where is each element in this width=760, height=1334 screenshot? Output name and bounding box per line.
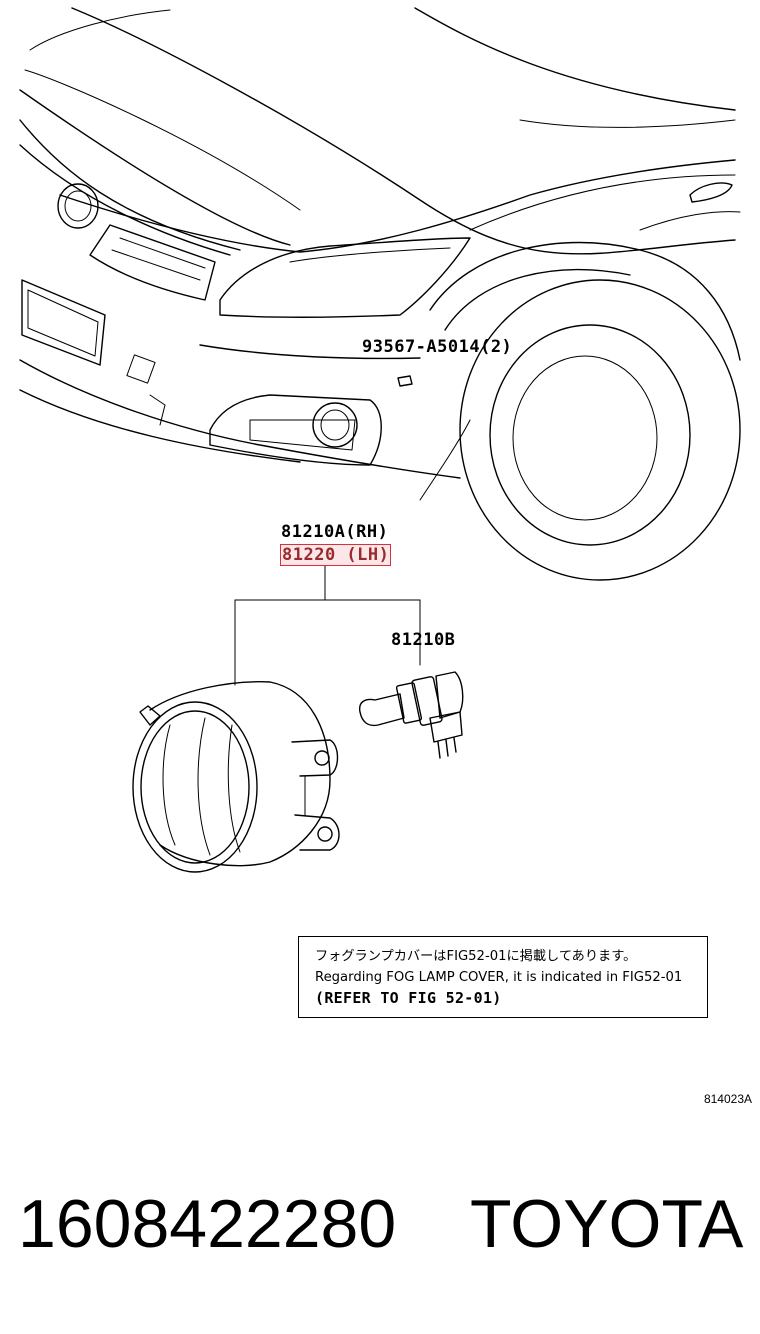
callout-bulb[interactable]: 81210B bbox=[391, 630, 456, 650]
callout-bolt[interactable]: 93567-A5014(2) bbox=[362, 337, 513, 357]
car-body-illustration bbox=[19, 7, 741, 581]
fog-lamp-bulb bbox=[358, 671, 464, 759]
note-english-text: Regarding FOG LAMP COVER, it is indicate… bbox=[315, 970, 683, 985]
brand-name: TOYOTA bbox=[470, 1186, 744, 1262]
illustration-code: 814023A bbox=[703, 1092, 752, 1106]
leader-lines bbox=[234, 565, 421, 686]
callout-fog-lamp-rh[interactable]: 81210A(RH) bbox=[281, 522, 389, 542]
reference-note-box: フォグランプカバーはFIG52-01に掲載してあります。 Regarding F… bbox=[298, 936, 708, 1018]
callout-fog-lamp-lh-highlighted[interactable]: 81220 (LH) bbox=[280, 544, 392, 566]
part-number: 1608422280 bbox=[18, 1186, 397, 1262]
note-reference-text: (REFER TO FIG 52-01) bbox=[315, 989, 502, 1007]
note-japanese-text: フォグランプカバーはFIG52-01に掲載してあります。 bbox=[315, 949, 637, 964]
fog-lamp-assembly bbox=[132, 681, 340, 873]
